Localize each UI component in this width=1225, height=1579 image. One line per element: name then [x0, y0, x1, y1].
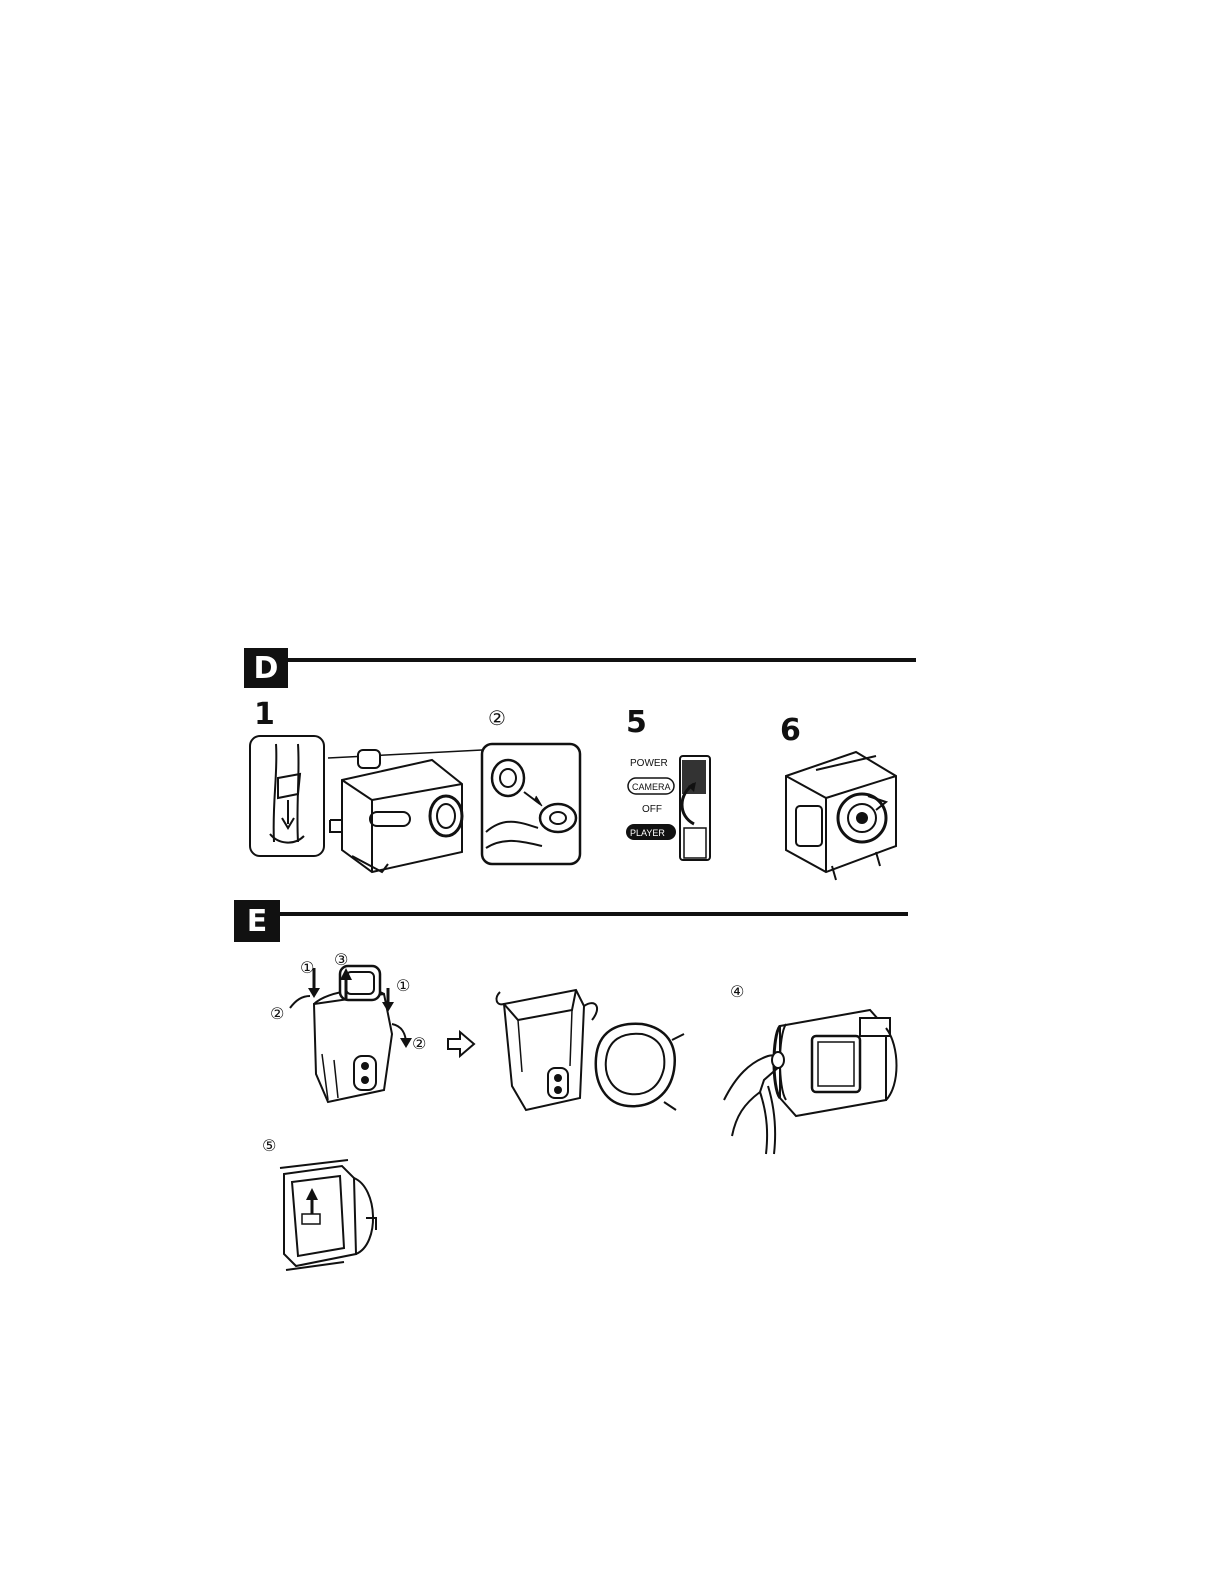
step-6-number: 6 [780, 716, 801, 746]
player-label: PLAYER [630, 828, 665, 838]
power-switch-illustration: POWER CAMERA OFF PLAYER [622, 754, 722, 864]
step-2-marker: ② [488, 708, 506, 728]
marker-5: ⑤ [262, 1138, 276, 1154]
section-d-rule [288, 658, 916, 662]
housing-open-illustration [492, 980, 692, 1116]
housing-closed-illustration [288, 964, 418, 1106]
step-1-number: 1 [254, 700, 275, 730]
section-e-rule [280, 912, 908, 916]
hollow-right-arrow-icon [446, 1030, 476, 1058]
camcorder-illustration [322, 740, 472, 874]
housing-latch-illustration [270, 1158, 382, 1280]
eyecup-inset-illustration [480, 742, 584, 868]
section-d-badge: D [244, 648, 288, 688]
camera-label: CAMERA [632, 782, 671, 792]
strap-inset-illustration [248, 734, 328, 860]
section-e-badge: E [234, 900, 280, 942]
off-label: OFF [642, 804, 662, 815]
step-5-number: 5 [626, 708, 647, 738]
power-label: POWER [630, 758, 668, 769]
marker-2-left: ② [270, 1006, 284, 1022]
housing-hand-illustration [720, 996, 904, 1156]
section-e-label: E [247, 904, 268, 939]
section-d-label: D [254, 651, 279, 686]
camcorder-front-illustration [776, 746, 912, 882]
